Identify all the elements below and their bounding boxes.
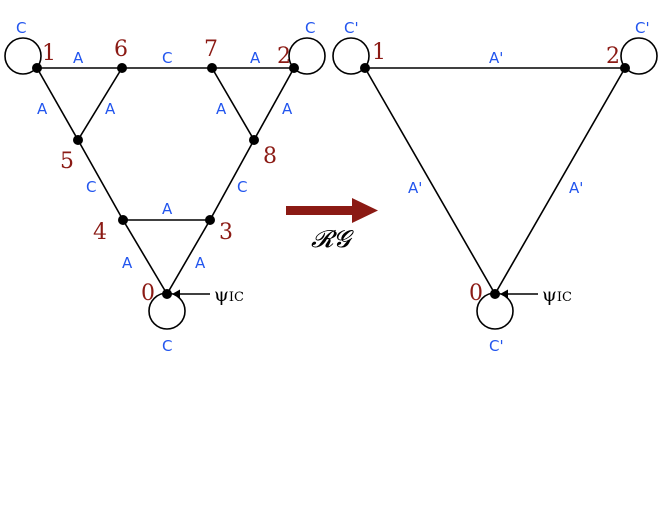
left-node-label-0: 0 <box>141 281 155 306</box>
left-loop-1 <box>4 37 42 75</box>
left-node-label-6: 6 <box>114 37 128 62</box>
left-edge-label-7-2: A <box>250 49 261 67</box>
left-node-3 <box>205 215 215 225</box>
left-node-label-8: 8 <box>263 144 277 169</box>
left-node-1 <box>32 63 42 73</box>
right-edge-label-2-0: A' <box>569 179 583 197</box>
rg-arrow-head <box>352 198 378 223</box>
right-node-2 <box>620 63 630 73</box>
left-loop-label-2: C <box>305 19 315 37</box>
left-node-6 <box>117 63 127 73</box>
right-node-label-1: 1 <box>372 40 386 65</box>
right-loop-1 <box>332 37 370 75</box>
left-edge-label-8-3: C <box>237 178 247 196</box>
left-graph: 1 6 7 2 5 8 4 3 0 C C C A C A A A A A C … <box>4 19 326 355</box>
left-edge-label-4-3: A <box>162 200 173 218</box>
left-edge-label-4-0: A <box>122 254 133 272</box>
left-edge-2-8 <box>253 67 295 141</box>
right-loop-label-2: C' <box>635 19 650 37</box>
right-input-label: ψIC <box>542 284 572 306</box>
left-edge-label-7-8: A <box>216 100 227 118</box>
right-loop-label-0: C' <box>489 337 504 355</box>
left-edge-3-0 <box>166 219 211 295</box>
left-node-label-7: 7 <box>204 37 218 62</box>
right-edge-1-0 <box>364 67 496 295</box>
left-node-0 <box>162 289 172 299</box>
left-node-label-5: 5 <box>60 149 74 174</box>
right-loop-2 <box>620 37 658 75</box>
left-edge-1-5 <box>36 67 79 141</box>
left-edge-label-1-5: A <box>37 100 48 118</box>
left-edge-label-1-6: A <box>73 49 84 67</box>
right-node-1 <box>360 63 370 73</box>
left-edge-label-6-5: A <box>105 100 116 118</box>
right-node-label-0: 0 <box>469 281 483 306</box>
left-edge-7-8 <box>211 67 255 141</box>
left-node-label-3: 3 <box>219 220 233 245</box>
left-edge-6-5 <box>77 67 123 141</box>
left-node-8 <box>249 135 259 145</box>
left-node-2 <box>289 63 299 73</box>
left-loop-2 <box>288 37 326 75</box>
right-loop-label-1: C' <box>344 19 359 37</box>
right-edge-2-0 <box>494 67 626 295</box>
left-node-label-4: 4 <box>93 220 107 245</box>
right-edge-label-1-2: A' <box>489 49 503 67</box>
left-edge-4-0 <box>122 219 168 295</box>
left-node-5 <box>73 135 83 145</box>
left-node-4 <box>118 215 128 225</box>
right-node-0 <box>490 289 500 299</box>
left-edge-label-5-4: C <box>86 178 96 196</box>
left-node-7 <box>207 63 217 73</box>
left-edge-5-4 <box>77 139 124 221</box>
right-input-arrowhead <box>500 289 508 299</box>
right-node-label-2: 2 <box>606 44 620 69</box>
rg-arrow-shaft <box>286 206 354 215</box>
left-loop-label-1: C <box>16 19 26 37</box>
left-node-label-2: 2 <box>277 44 291 69</box>
rg-label: 𝓡𝓖 <box>311 225 354 253</box>
left-edge-label-6-7: C <box>162 49 172 67</box>
right-graph: 1 2 0 C' C' C' A' A' A' ψIC <box>332 19 658 355</box>
right-edge-label-1-0: A' <box>408 179 422 197</box>
rg-transform: 𝓡𝓖 <box>286 198 378 253</box>
left-edge-label-2-8: A <box>282 100 293 118</box>
left-input-arrowhead <box>172 289 180 299</box>
left-loop-label-0: C <box>162 337 172 355</box>
left-edge-8-3 <box>209 139 255 221</box>
left-node-label-1: 1 <box>42 41 56 66</box>
left-input-label: ψIC <box>214 284 244 306</box>
left-edge-label-3-0: A <box>195 254 206 272</box>
